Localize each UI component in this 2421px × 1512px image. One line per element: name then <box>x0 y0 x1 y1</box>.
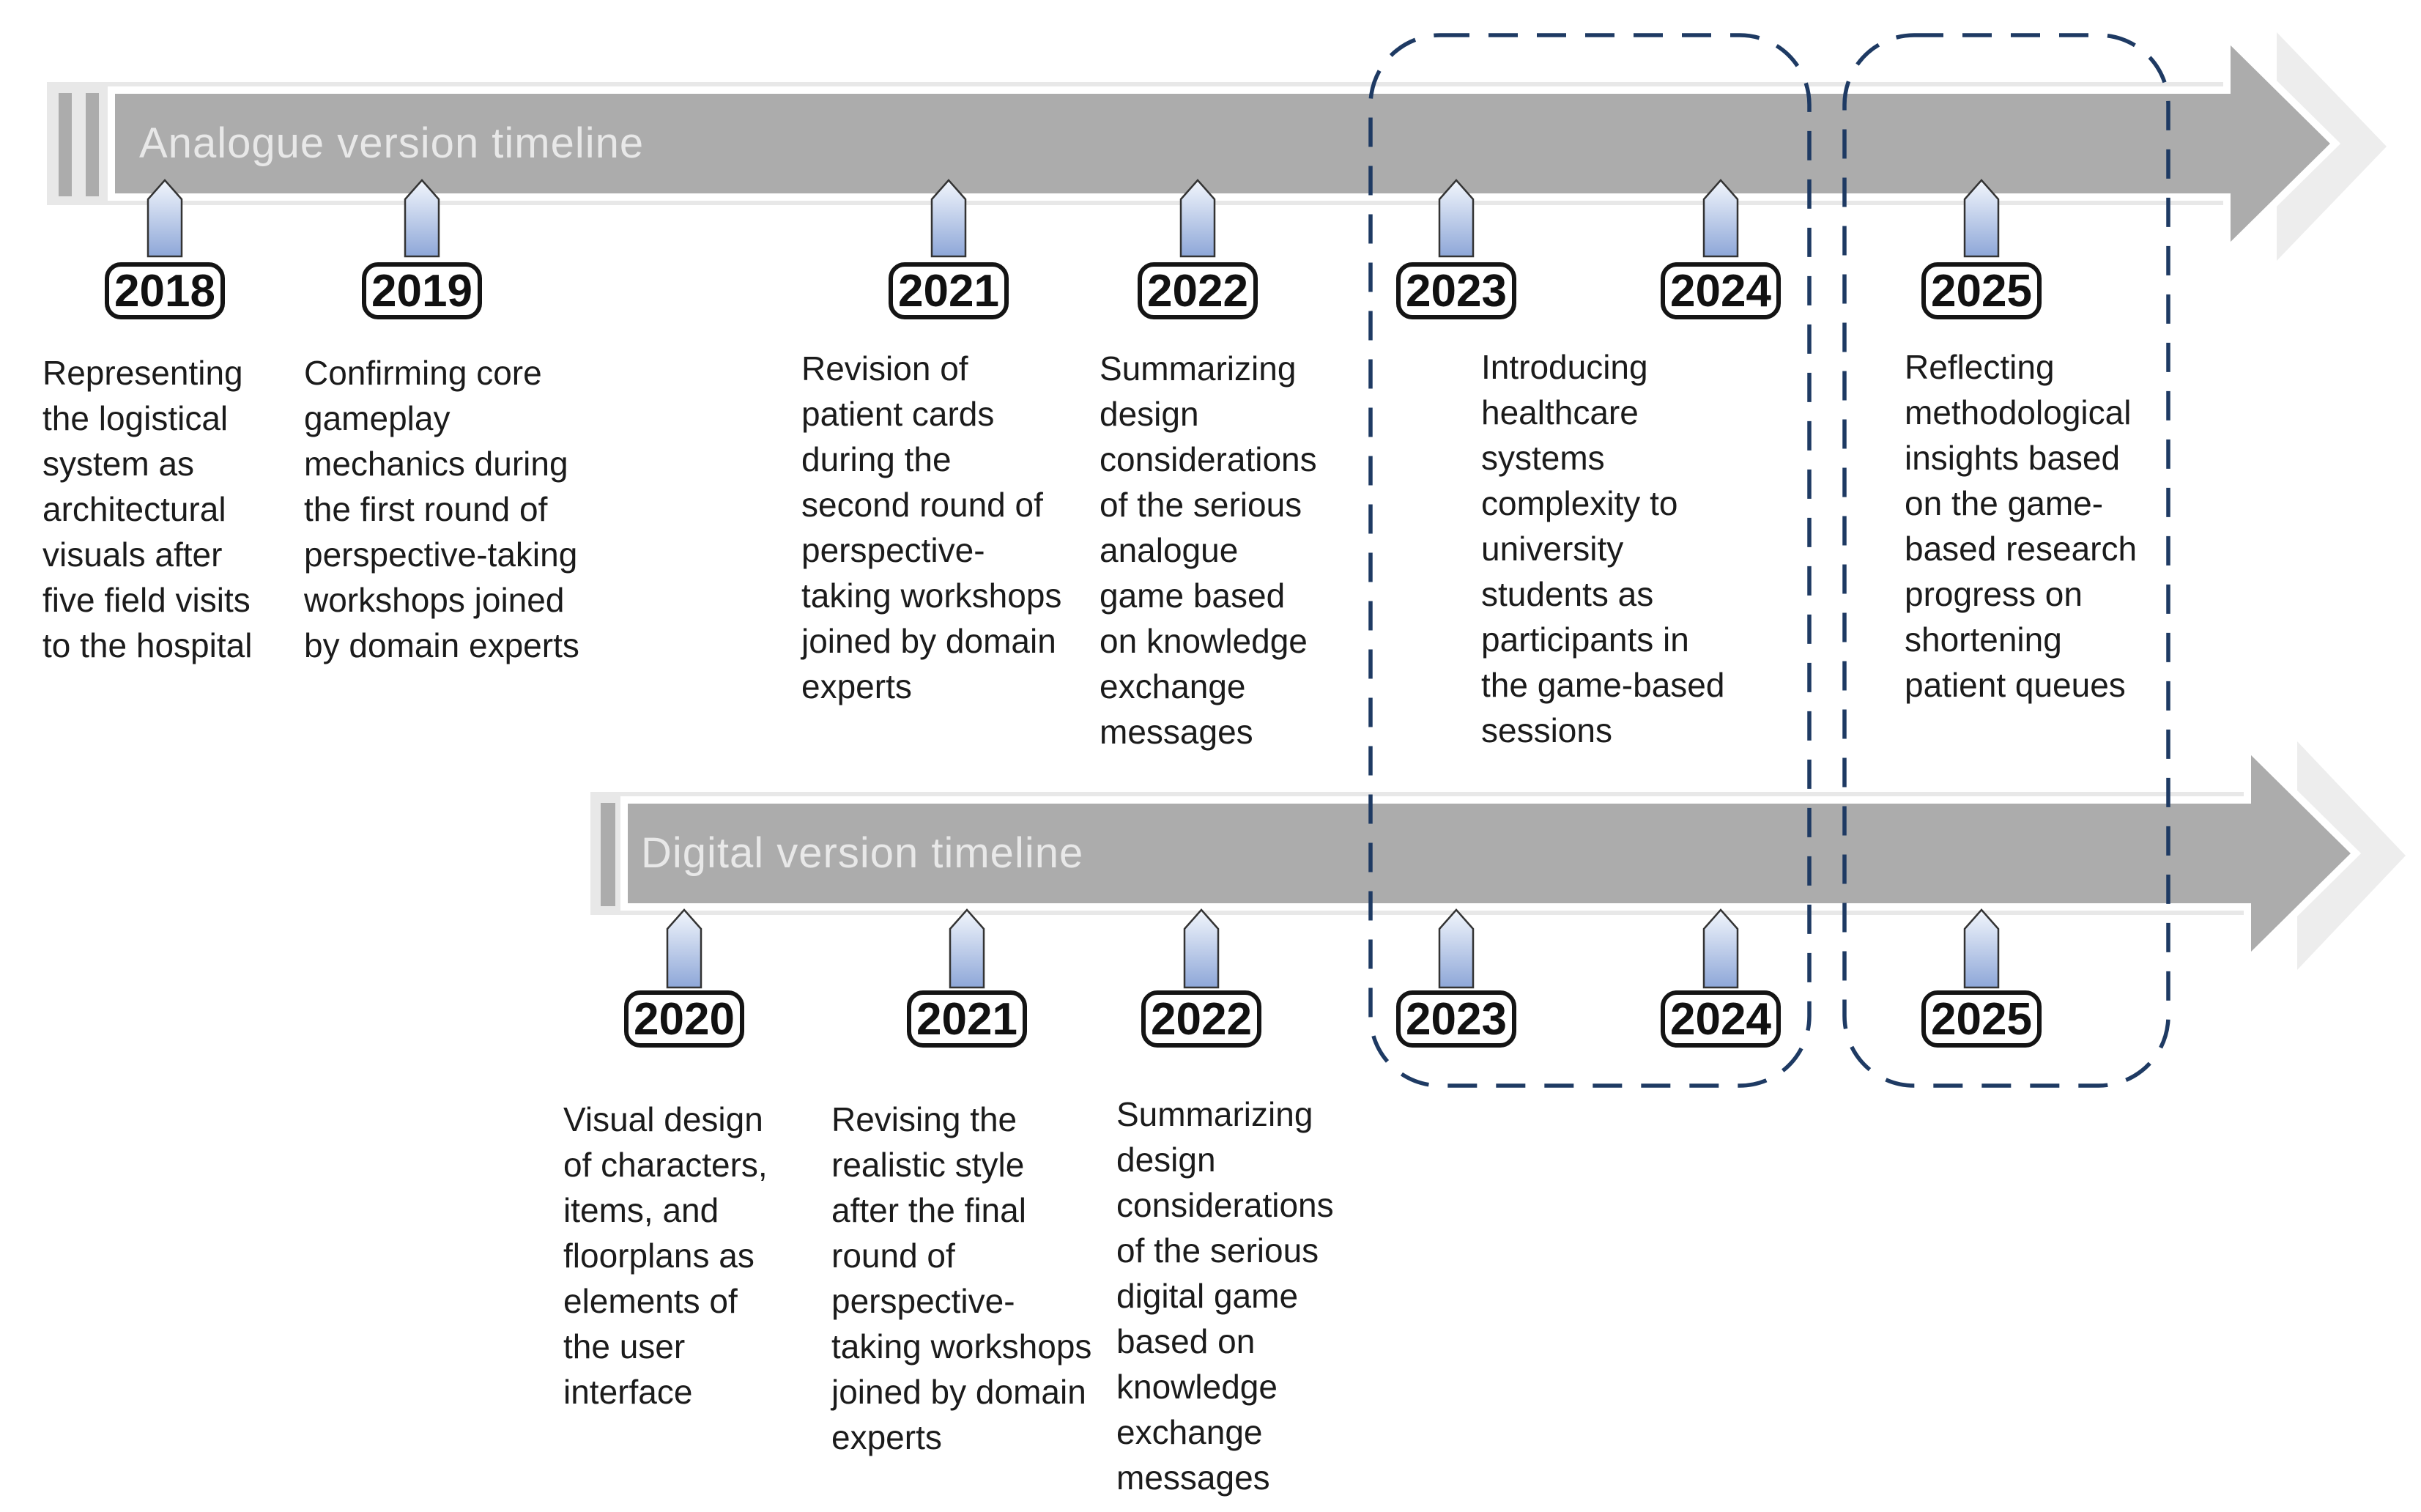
milestone-arrow-icon-digital-2022 <box>1183 908 1220 989</box>
analogue-timeline-arrow <box>108 28 2341 259</box>
digital-bar-left-stripe <box>601 803 615 906</box>
year-badge-digital-2025: 2025 <box>1921 990 2042 1048</box>
milestone-arrow-icon-digital-2024 <box>1702 908 1739 989</box>
description-analogue-2023-2024: Introducing healthcare systems complexit… <box>1481 348 1725 749</box>
group-box-2023-2024 <box>1368 33 1812 1088</box>
year-badge-digital-2020: 2020 <box>624 990 744 1048</box>
digital-timeline-arrow <box>620 738 2362 969</box>
year-badge-analogue-2025: 2025 <box>1921 262 2042 319</box>
description-digital-2020: Visual design of characters, items, and … <box>563 1100 768 1411</box>
year-badge-analogue-2024: 2024 <box>1661 262 1781 319</box>
milestone-arrow-icon-analogue-2022 <box>1179 179 1216 258</box>
milestone-arrow-icon-digital-2023 <box>1438 908 1475 989</box>
description-digital-2022: Summarizing design considerations of the… <box>1116 1095 1334 1497</box>
description-analogue-2022: Summarizing design considerations of the… <box>1100 349 1317 751</box>
milestone-arrow-icon-analogue-2019 <box>404 179 440 258</box>
milestone-arrow-icon-digital-2020 <box>666 908 702 989</box>
year-badge-digital-2022: 2022 <box>1141 990 1261 1048</box>
group-box-2025 <box>1842 33 2170 1088</box>
analogue-bar-left-stripe-2 <box>86 93 99 196</box>
year-badge-analogue-2022: 2022 <box>1138 262 1258 319</box>
analogue-bar-left-stripe-1 <box>59 93 72 196</box>
year-badge-analogue-2019: 2019 <box>362 262 482 319</box>
digital-timeline-title: Digital version timeline <box>641 829 1084 877</box>
analogue-timeline-title: Analogue version timeline <box>139 119 645 167</box>
year-badge-digital-2021: 2021 <box>907 990 1027 1048</box>
description-analogue-2021: Revision of patient cards during the sec… <box>801 349 1062 705</box>
year-badge-analogue-2023: 2023 <box>1396 262 1516 319</box>
year-badge-analogue-2018: 2018 <box>105 262 225 319</box>
year-badge-analogue-2021: 2021 <box>889 262 1009 319</box>
year-badge-digital-2023: 2023 <box>1396 990 1516 1048</box>
milestone-arrow-icon-analogue-2021 <box>930 179 967 258</box>
description-analogue-2019: Confirming core gameplay mechanics durin… <box>304 354 579 664</box>
description-digital-2021: Revising the realistic style after the f… <box>831 1100 1092 1456</box>
milestone-arrow-icon-analogue-2025 <box>1963 179 2000 258</box>
description-analogue-2025: Reflecting methodological insights based… <box>1905 348 2138 704</box>
milestone-arrow-icon-analogue-2024 <box>1702 179 1739 258</box>
year-badge-digital-2024: 2024 <box>1661 990 1781 1048</box>
milestone-arrow-icon-analogue-2023 <box>1438 179 1475 258</box>
milestone-arrow-icon-analogue-2018 <box>147 179 183 258</box>
milestone-arrow-icon-digital-2021 <box>949 908 985 989</box>
milestone-arrow-icon-digital-2025 <box>1963 908 2000 989</box>
description-analogue-2018: Representing the logistical system as ar… <box>42 354 253 664</box>
